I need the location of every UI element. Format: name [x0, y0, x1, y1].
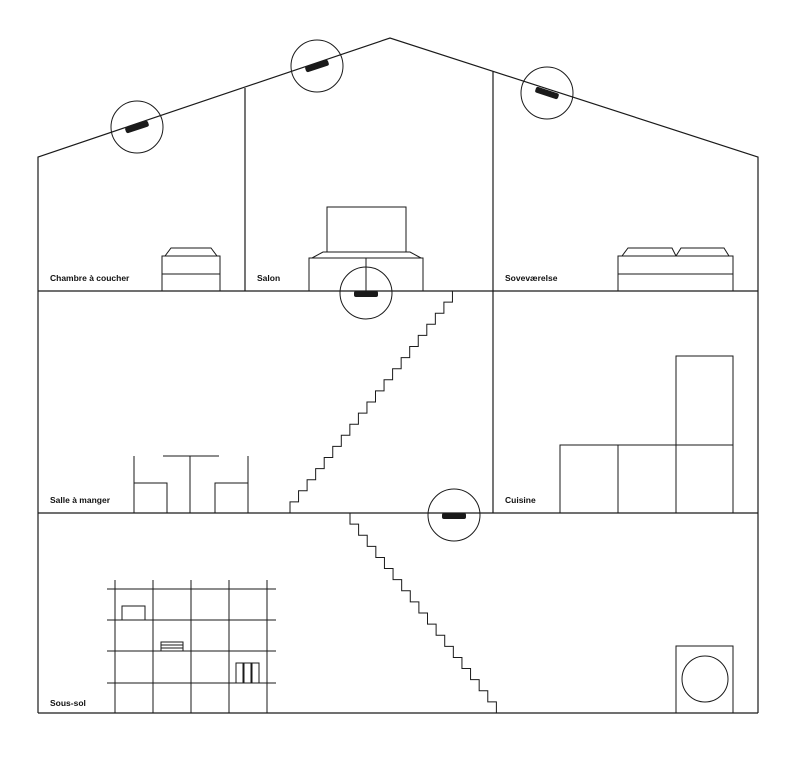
tv-cabinet [308, 206, 424, 292]
double-bed [617, 247, 734, 292]
room-label-bedroom: Chambre à coucher [50, 273, 130, 283]
room-label-kitchen: Cuisine [505, 495, 536, 505]
shelving-unit [107, 580, 276, 713]
smoke-detector-icon [520, 66, 574, 120]
bed [161, 247, 221, 292]
smoke-detector-icon [339, 266, 393, 320]
room-label-bedroom2: Soveværelse [505, 273, 558, 283]
room-label-living: Salon [257, 273, 280, 283]
room-label-dining: Salle à manger [50, 495, 111, 505]
upper-staircase [289, 290, 461, 513]
room-label-basement: Sous-sol [50, 698, 86, 708]
dining-set [133, 455, 249, 513]
lower-staircase [349, 513, 505, 714]
washing-machine [675, 645, 734, 714]
smoke-detector-icon [427, 488, 481, 542]
smoke-detector-icon [290, 39, 344, 93]
smoke-detector-icon [110, 100, 164, 154]
kitchen-cabinets [559, 355, 734, 514]
house-outline [37, 37, 759, 714]
